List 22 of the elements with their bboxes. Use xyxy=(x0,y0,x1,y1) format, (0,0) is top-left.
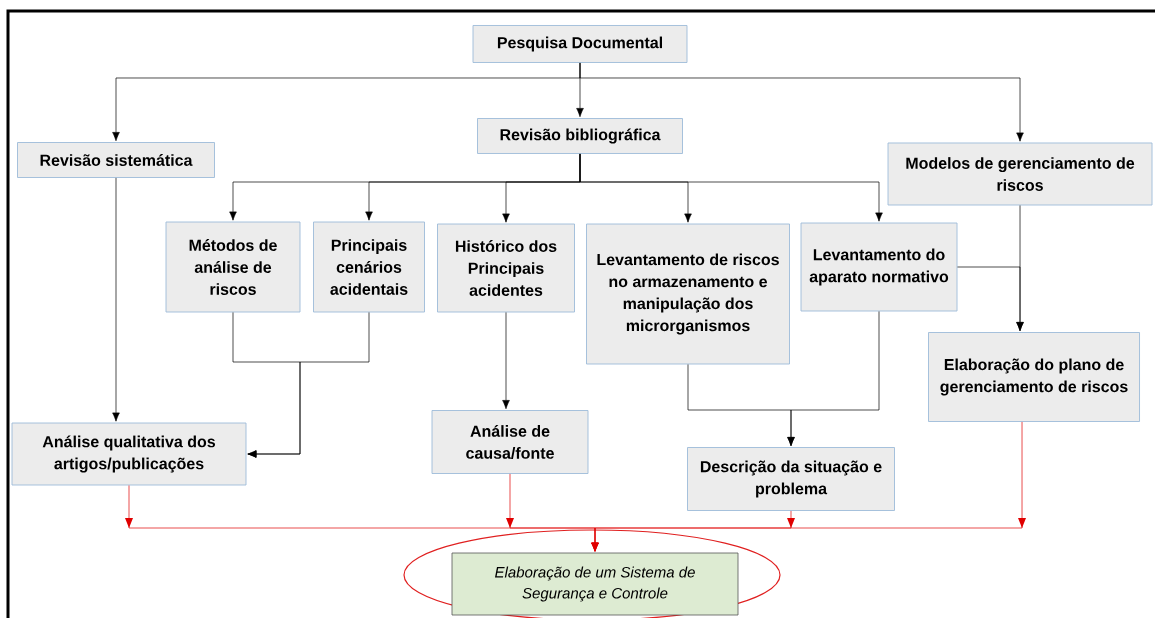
process-box: Elaboração do plano de gerenciamento de riscos xyxy=(928,332,1140,422)
goal-box: Elaboração de um Sistema de Segurança e Controle xyxy=(451,552,739,616)
arrow xyxy=(787,311,880,447)
arrow xyxy=(591,421,1026,552)
arrow xyxy=(502,312,510,410)
arrow xyxy=(579,62,1024,142)
arrow xyxy=(957,266,1024,332)
process-box: Descrição da situação e problema xyxy=(687,447,895,511)
process-box: Análise de causa/fonte xyxy=(431,410,589,474)
process-box: Principais cenários acidentais xyxy=(313,221,425,313)
process-box: Revisão sistemática xyxy=(17,142,215,178)
process-box: Histórico dos Principais acidentes xyxy=(437,223,575,313)
process-box: Análise qualitativa dos artigos/publicações xyxy=(11,422,247,486)
process-box: Métodos de análise de riscos xyxy=(165,221,301,313)
arrow xyxy=(247,312,370,458)
process-box: Levantamento do aparato normativo xyxy=(800,222,958,312)
arrow xyxy=(112,177,120,422)
process-box: Modelos de gerenciamento de riscos xyxy=(887,142,1153,206)
process-box: Levantamento de riscos no armazenamento e manipulação dos microrganismos xyxy=(586,223,790,365)
process-box: Revisão bibliográfica xyxy=(477,118,683,154)
process-box: Pesquisa Documental xyxy=(472,25,688,63)
arrow xyxy=(579,153,883,222)
